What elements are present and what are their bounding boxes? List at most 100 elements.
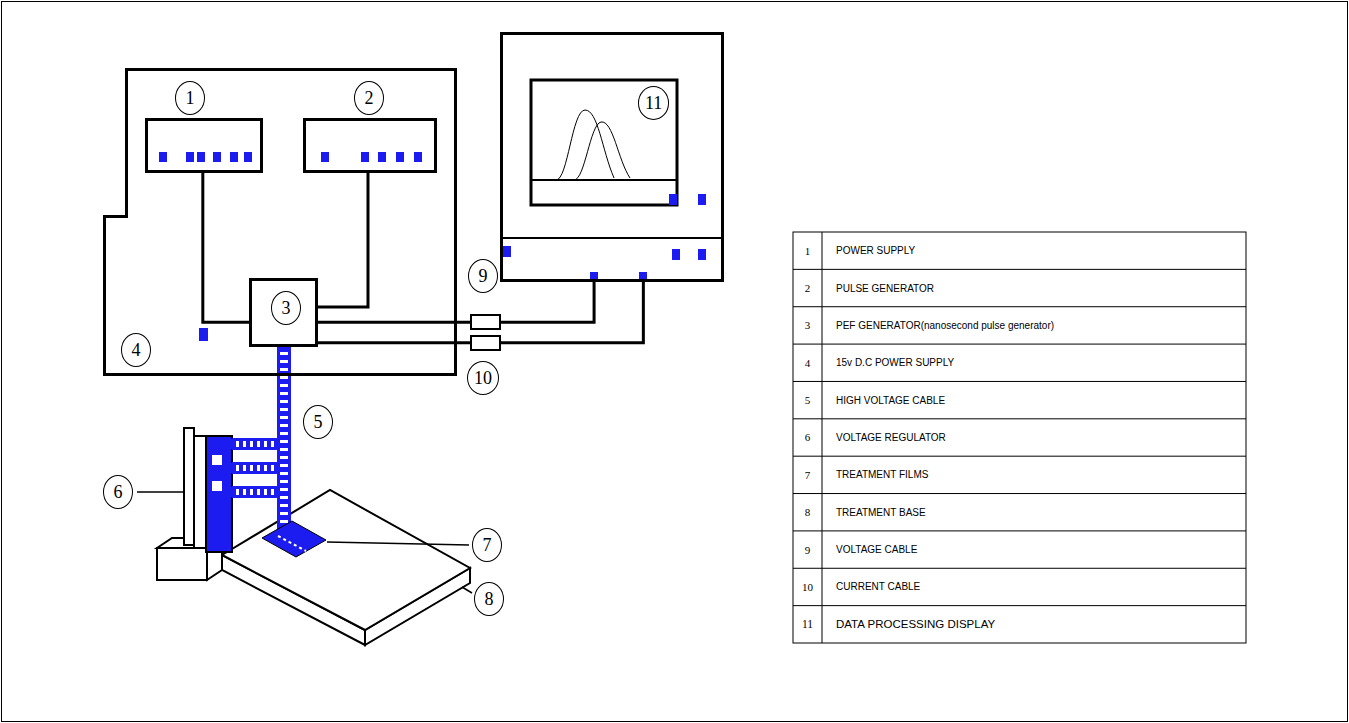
table-rule <box>793 568 1246 569</box>
legend-table-grid <box>793 232 1246 643</box>
oscilloscope-box: 11 <box>500 32 724 282</box>
table-text: PEF GENERATOR(nanosecond pulse generator… <box>822 307 1246 344</box>
knob <box>669 194 677 205</box>
knob <box>378 152 386 162</box>
pef-generator-box: 3 <box>249 278 318 347</box>
voltage-probe <box>471 315 500 329</box>
housing-outline <box>105 70 456 375</box>
wire <box>203 173 249 322</box>
knob <box>230 152 238 162</box>
knob <box>396 152 404 162</box>
waveform <box>574 122 630 180</box>
leader-line <box>327 542 469 545</box>
table-text: VOLTAGE CABLE <box>822 531 1246 568</box>
callout-number: 10 <box>467 361 499 395</box>
table-text: TREATMENT FILMS <box>822 456 1246 493</box>
table-rule <box>793 306 1246 307</box>
table-number: 3 <box>793 307 822 344</box>
screen <box>531 80 677 205</box>
scope-knobs <box>503 194 706 280</box>
knob <box>244 152 252 162</box>
input-port <box>590 272 598 280</box>
cable-stripes <box>280 352 288 524</box>
table-rule <box>793 418 1246 419</box>
table-text: HIGH VOLTAGE CABLE <box>822 381 1246 418</box>
table-rule <box>793 269 1246 270</box>
callout-number: 8 <box>474 582 504 616</box>
coil-stripes <box>236 441 276 447</box>
table-text: CURRENT CABLE <box>822 568 1246 605</box>
knob <box>361 152 369 162</box>
knob <box>321 152 329 162</box>
callout-number: 4 <box>121 333 151 367</box>
table-number: 8 <box>793 494 822 531</box>
table-border <box>793 232 1246 643</box>
treatment-film <box>262 521 326 557</box>
table-number: 11 <box>793 606 822 643</box>
table-rule <box>793 456 1246 457</box>
knob <box>672 249 680 260</box>
callout-number: 5 <box>303 405 333 439</box>
table-rule <box>793 493 1246 494</box>
knob <box>414 152 422 162</box>
knob <box>197 152 205 162</box>
cable-coils <box>230 438 280 498</box>
callout-number: 1 <box>175 81 205 115</box>
leader-line <box>462 587 472 593</box>
screen-divider <box>531 179 677 181</box>
callout-number: 11 <box>638 86 669 120</box>
table-number: 9 <box>793 531 822 568</box>
terminal <box>199 328 208 341</box>
callout-number: 7 <box>472 528 502 562</box>
callout-number: 3 <box>271 291 301 325</box>
knob <box>213 152 221 162</box>
table-number: 6 <box>793 419 822 456</box>
regulator-socket <box>212 481 222 491</box>
table-rule <box>793 344 1246 345</box>
coil <box>230 438 280 450</box>
table-number: 4 <box>793 344 822 381</box>
table-rule <box>793 605 1246 606</box>
wire <box>318 173 368 307</box>
coil <box>230 486 280 498</box>
regulator-socket <box>212 455 222 465</box>
table-number: 10 <box>793 568 822 605</box>
current-probe <box>471 336 500 350</box>
coil-stripes <box>236 489 276 495</box>
regulator-plate <box>206 436 232 552</box>
housing-outline <box>103 68 457 376</box>
leader-line <box>137 491 183 493</box>
table-text: PULSE GENERATOR <box>822 269 1246 306</box>
knob <box>698 249 706 260</box>
table-rule <box>822 232 823 643</box>
knob-dots <box>159 152 422 341</box>
table-number: 2 <box>793 269 822 306</box>
base-top <box>222 490 470 630</box>
knob <box>186 152 194 162</box>
table-text: POWER SUPPLY <box>822 232 1246 269</box>
regulator-panel <box>194 436 206 548</box>
callout-number: 9 <box>468 259 498 293</box>
regulator-base <box>157 548 207 580</box>
coil-stripes <box>236 465 276 471</box>
callout-number: 6 <box>103 475 133 509</box>
table-text: TREATMENT BASE <box>822 494 1246 531</box>
waveform <box>556 110 614 180</box>
knob <box>159 152 167 162</box>
pulse-generator-box: 2 <box>303 118 437 173</box>
table-number: 7 <box>793 456 822 493</box>
regulator-panel <box>184 428 194 545</box>
housing-box: 1234 <box>103 68 457 376</box>
coil <box>230 462 280 474</box>
table-text: VOLTAGE REGULATOR <box>822 419 1246 456</box>
callout-number: 2 <box>354 81 384 115</box>
knob <box>698 194 706 205</box>
power-supply-box: 1 <box>145 118 263 173</box>
input-port <box>639 272 647 280</box>
knob <box>503 246 511 257</box>
table-rule <box>793 381 1246 382</box>
panel-divider <box>500 237 724 239</box>
